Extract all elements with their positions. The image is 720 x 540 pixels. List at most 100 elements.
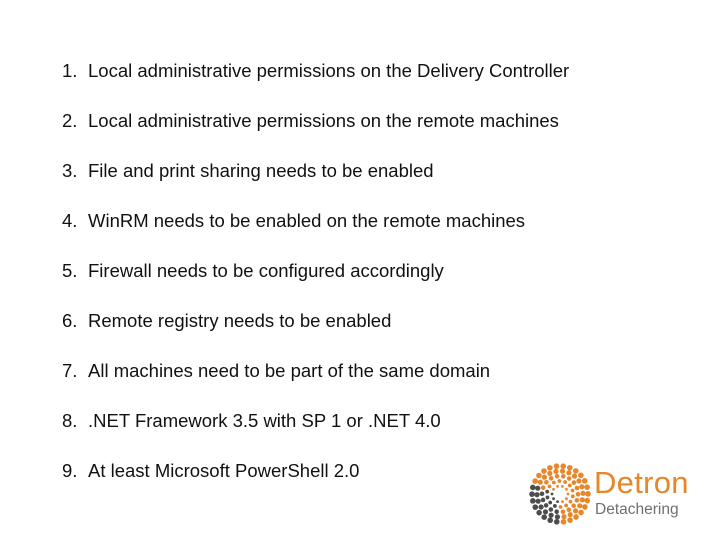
logo-dot bbox=[560, 518, 567, 525]
logo-dot bbox=[561, 514, 567, 520]
list-item-number: 7. bbox=[62, 360, 78, 381]
detron-logo: Detron Detachering bbox=[528, 462, 708, 528]
list-item-number: 8. bbox=[62, 410, 78, 431]
logo-dot bbox=[545, 489, 550, 494]
logo-dot bbox=[548, 507, 554, 512]
logo-dot bbox=[561, 484, 564, 488]
list-item-number: 6. bbox=[62, 310, 78, 331]
logo-dot bbox=[579, 484, 585, 490]
list-item: 4. WinRM needs to be enabled on the remo… bbox=[62, 208, 702, 258]
logo-dot bbox=[565, 487, 568, 491]
logo-dot bbox=[539, 491, 545, 497]
logo-dot bbox=[561, 474, 566, 479]
logo-dot bbox=[566, 470, 572, 476]
logo-dot bbox=[571, 473, 578, 479]
logo-dot bbox=[576, 478, 582, 484]
logo-dot bbox=[567, 517, 573, 523]
list-item-number: 1. bbox=[62, 60, 78, 81]
logo-dot bbox=[567, 483, 572, 488]
logo-dot bbox=[573, 508, 579, 514]
logo-dot bbox=[570, 488, 575, 493]
logo-dot bbox=[574, 498, 580, 503]
list-item: 9. At least Microsoft PowerShell 2.0 bbox=[62, 458, 702, 508]
logo-dot bbox=[554, 514, 561, 520]
logo-dot bbox=[580, 490, 586, 496]
logo-dot bbox=[529, 484, 536, 491]
logo-dot bbox=[541, 468, 547, 474]
list-item-text: Local administrative permissions on the … bbox=[88, 60, 570, 81]
list-item-text: WinRM needs to be enabled on the remote … bbox=[88, 210, 526, 231]
logo-dot bbox=[557, 479, 562, 483]
logo-dot bbox=[548, 512, 554, 518]
logo-dot bbox=[550, 492, 554, 496]
logo-dot bbox=[547, 517, 553, 524]
list-item: 8. .NET Framework 3.5 with SP 1 or .NET … bbox=[62, 408, 702, 458]
logo-dot bbox=[567, 464, 573, 471]
list-item-text: File and print sharing needs to be enabl… bbox=[88, 160, 434, 181]
list-item-text: Firewall needs to be configured accordin… bbox=[88, 260, 444, 281]
list-item-text: Remote registry needs to be enabled bbox=[88, 310, 392, 331]
logo-dot bbox=[566, 492, 570, 496]
logo-dot bbox=[534, 492, 540, 498]
list-item: 3. File and print sharing needs to be en… bbox=[62, 158, 702, 208]
logo-dot bbox=[535, 498, 541, 504]
logo-dot bbox=[578, 509, 584, 516]
logo-dot bbox=[532, 504, 539, 510]
logo-dot bbox=[566, 476, 572, 481]
list-item-text: All machines need to be part of the same… bbox=[88, 360, 491, 381]
list-item: 1. Local administrative permissions on t… bbox=[62, 58, 702, 108]
logo-dot bbox=[547, 465, 553, 471]
logo-dot bbox=[542, 509, 549, 515]
logo-dot bbox=[565, 497, 568, 501]
logo-dot bbox=[560, 509, 566, 515]
logo-dot bbox=[572, 468, 579, 474]
logo-dot bbox=[553, 519, 560, 525]
logo-dot bbox=[563, 480, 568, 484]
logo-dot bbox=[556, 500, 559, 504]
logo-dot bbox=[543, 503, 549, 508]
logo-dot bbox=[536, 509, 542, 516]
logo-dot bbox=[548, 500, 553, 505]
logo-dot bbox=[538, 504, 544, 510]
list-item-text: .NET Framework 3.5 with SP 1 or .NET 4.0 bbox=[88, 410, 441, 431]
logo-dot bbox=[541, 474, 547, 480]
logo-dot bbox=[552, 504, 557, 508]
list-item-number: 3. bbox=[62, 160, 78, 181]
logo-dot bbox=[535, 485, 541, 491]
logo-dot bbox=[584, 484, 590, 490]
logo-dot bbox=[553, 463, 560, 470]
logo-tagline: Detachering bbox=[595, 501, 679, 518]
logo-dot bbox=[559, 468, 566, 474]
requirements-list: 1. Local administrative permissions on t… bbox=[62, 58, 702, 508]
logo-dot bbox=[577, 503, 583, 509]
logo-dot bbox=[554, 473, 560, 479]
logo-dot bbox=[575, 491, 581, 497]
list-item: 7. All machines need to be part of the s… bbox=[62, 358, 702, 408]
list-item: 5. Firewall needs to be configured accor… bbox=[62, 258, 702, 308]
logo-dot bbox=[581, 478, 588, 484]
list-item-number: 2. bbox=[62, 110, 78, 131]
logo-dot bbox=[567, 512, 573, 518]
logo-dot bbox=[532, 478, 538, 484]
list-item-number: 5. bbox=[62, 260, 78, 281]
logo-dot bbox=[544, 479, 549, 485]
logo-dot bbox=[578, 472, 584, 479]
logo-dot bbox=[574, 485, 580, 491]
list-item-text: At least Microsoft PowerShell 2.0 bbox=[88, 460, 360, 481]
logo-dot bbox=[584, 497, 591, 504]
list-item-number: 9. bbox=[62, 460, 78, 481]
logo-dot bbox=[585, 491, 591, 497]
logo-dot bbox=[553, 468, 559, 474]
logo-dot bbox=[570, 494, 575, 499]
list-item: 6. Remote registry needs to be enabled bbox=[62, 308, 702, 358]
logo-dot bbox=[566, 507, 572, 512]
logo-dot bbox=[558, 505, 563, 509]
logo-dot bbox=[545, 495, 550, 500]
logo-dot bbox=[573, 514, 579, 520]
logo-dot bbox=[564, 503, 569, 508]
logo-dot bbox=[568, 499, 573, 504]
logo-dot bbox=[582, 504, 588, 510]
list-item: 2. Local administrative permissions on t… bbox=[62, 108, 702, 158]
logo-dot bbox=[551, 480, 556, 485]
